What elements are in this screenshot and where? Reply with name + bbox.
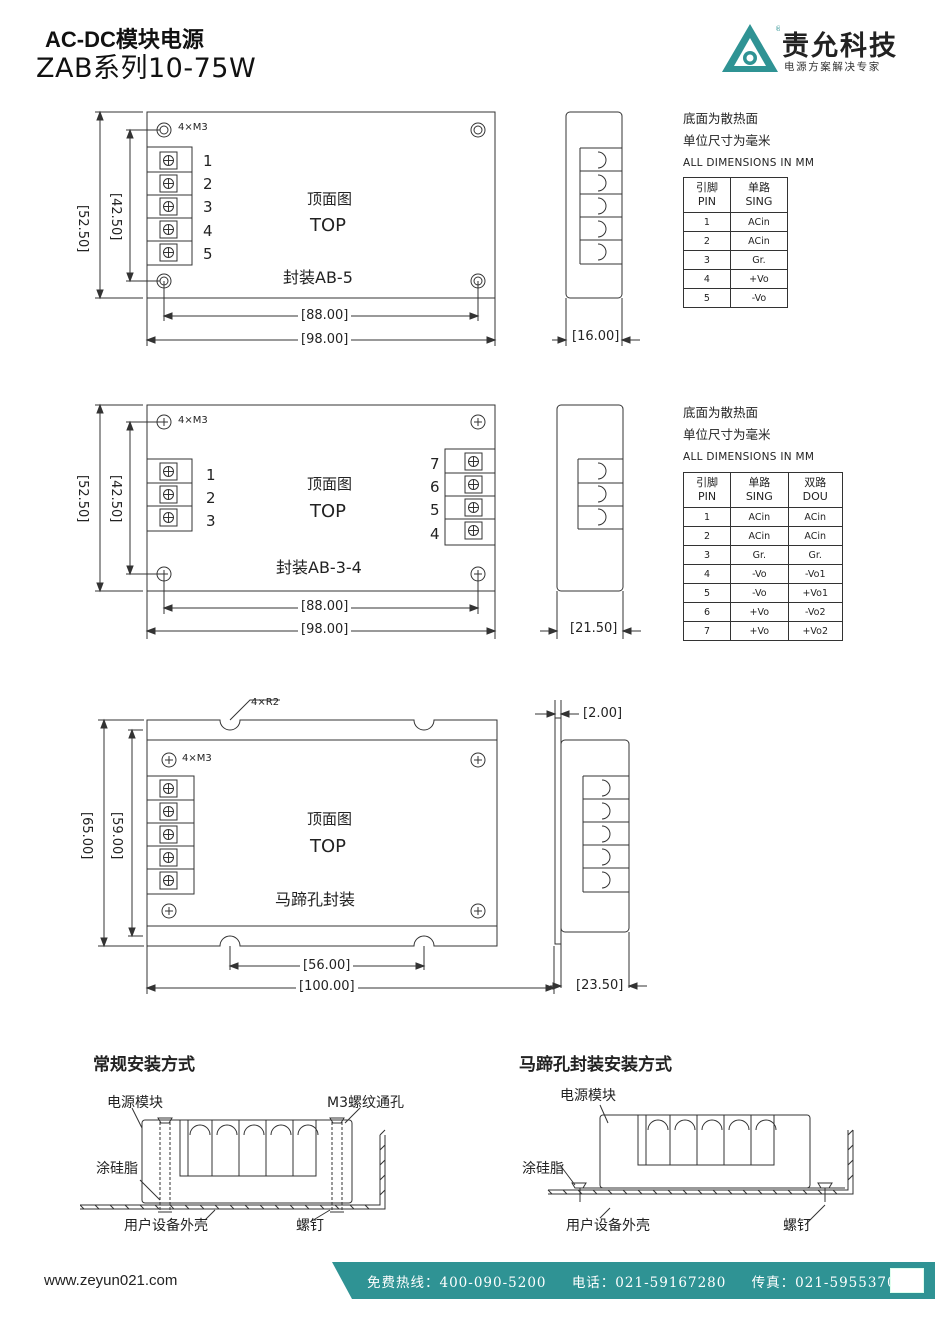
product-line-title: AC-DC模块电源 (45, 27, 204, 52)
dim-height-inner: [59.00] (109, 812, 124, 860)
footer-contacts: 免费热线：400-090-5200 电话：021-59167280 传真：021… (367, 1271, 926, 1291)
mount-hole-icon (161, 752, 177, 768)
mount-hole-icon (470, 752, 486, 768)
brand-name: 责允科技 (782, 31, 898, 62)
label-power-module: 电源模块 (107, 1095, 163, 1111)
install-horseshoe-diagram (547, 1104, 854, 1226)
diagram-horseshoe (98, 699, 647, 994)
mount-hole-icon (161, 903, 177, 919)
dim-width-inner: [56.00] (300, 958, 354, 973)
dim-width-outer: [98.00] (298, 332, 352, 347)
module-cross-section (599, 1114, 811, 1189)
dim-height-outer: [52.50] (75, 205, 90, 253)
dim-height-outer: [65.00] (79, 812, 94, 860)
footer-page-box (890, 1268, 924, 1293)
screw-icon (571, 1182, 833, 1189)
label-screw: 螺钉 (783, 1218, 811, 1234)
view-label-cn: 顶面图 (307, 475, 353, 493)
label-thermal-grease: 涂硅脂 (96, 1161, 138, 1177)
flange-outline (146, 719, 498, 947)
dim-width-inner: [88.00] (298, 308, 352, 323)
dim-height-outer: [52.50] (75, 475, 90, 523)
mount-hole-icon (470, 414, 486, 430)
company-logo-icon: ® (722, 24, 780, 72)
dim-side: [23.50] (576, 978, 624, 993)
label-screw: 螺钉 (296, 1218, 324, 1234)
package-label: 封装AB-5 (283, 268, 353, 287)
view-label-cn: 顶面图 (307, 190, 353, 208)
svg-text:®: ® (775, 25, 780, 33)
website-link[interactable]: www.zeyun021.com (44, 1272, 178, 1289)
label-housing: 用户设备外壳 (124, 1218, 208, 1234)
label-power-module: 电源模块 (560, 1088, 616, 1104)
dim-side: [21.50] (570, 621, 618, 636)
package-label: 封装AB-3-4 (276, 558, 362, 577)
terminal-block-icon (147, 779, 194, 890)
screw-label: 4×M3 (178, 122, 208, 133)
label-thermal-grease: 涂硅脂 (522, 1161, 564, 1177)
view-label-cn: 顶面图 (307, 810, 353, 828)
install-normal-diagram (80, 1107, 386, 1223)
mount-hole-icon (470, 122, 486, 138)
footer-bar (332, 1262, 935, 1299)
brand-slogan: 电源方案解决专家 (784, 61, 881, 73)
module-cross-section (141, 1119, 353, 1204)
terminal-block-left-icon (147, 462, 192, 527)
diagram-ab5 (95, 110, 640, 346)
install-normal-title: 常规安装方式 (93, 1055, 195, 1075)
package-label: 马蹄孔封装 (275, 890, 356, 909)
dim-height-inner: [42.50] (108, 475, 123, 523)
mount-hole-icon (470, 903, 486, 919)
terminal-block-right-icon (445, 452, 495, 540)
label-thru-hole: M3螺纹通孔 (327, 1095, 404, 1111)
notch-label: 4×R2 (251, 697, 280, 708)
series-title: ZAB系列10-75W (36, 53, 257, 84)
hotline-text: 免费热线：400-090-5200 (367, 1275, 547, 1291)
terminal-block-icon (147, 151, 192, 262)
screw-label: 4×M3 (182, 753, 212, 764)
screw-label: 4×M3 (178, 415, 208, 426)
notch-leader (229, 699, 280, 721)
install-horseshoe-title: 马蹄孔封装安装方式 (519, 1055, 672, 1075)
dim-width-outer: [98.00] (298, 622, 352, 637)
dim-side: [16.00] (572, 329, 620, 344)
phone-text: 电话：021-59167280 (571, 1275, 727, 1291)
screw-icon (157, 1117, 345, 1124)
fax-text: 传真：021-59553702 (751, 1275, 907, 1291)
dim-flange: [2.00] (583, 706, 623, 721)
view-label-en: TOP (310, 215, 347, 236)
diagram-ab34 (95, 403, 641, 639)
dim-height-inner: [42.50] (108, 193, 123, 241)
label-housing: 用户设备外壳 (566, 1218, 650, 1234)
view-label-en: TOP (310, 836, 347, 857)
view-label-en: TOP (310, 501, 347, 522)
dim-width-outer: [100.00] (296, 979, 358, 994)
dim-width-inner: [88.00] (298, 599, 352, 614)
